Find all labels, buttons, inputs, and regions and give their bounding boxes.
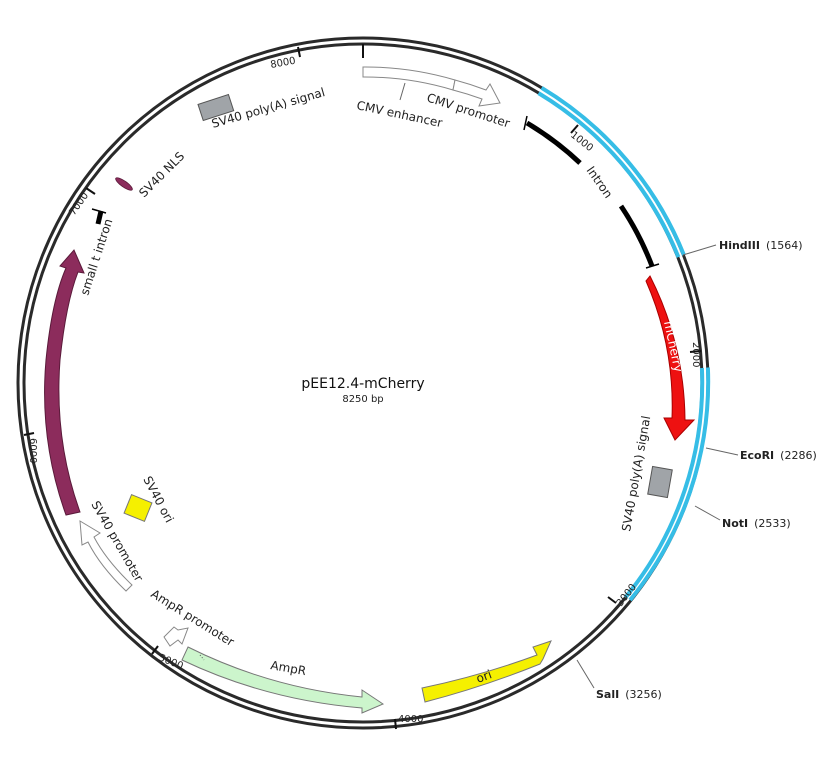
ampr-marker	[199, 654, 205, 661]
ampr-label: AmpR	[269, 658, 307, 678]
cmv-promoter-feature	[452, 79, 501, 107]
gs-label: GS	[32, 383, 46, 400]
sv40-polya-right-feature	[647, 465, 673, 499]
tick-4000-mark	[394, 718, 397, 730]
tick-1000-mark	[570, 124, 579, 134]
tick-7000-mark	[85, 187, 96, 195]
ecori-leader	[705, 447, 739, 456]
sali-leader	[576, 659, 595, 689]
highlight-segment-upper-inner	[537, 91, 681, 258]
sv40-polya-top-feature	[197, 93, 235, 122]
ori-feature	[421, 640, 552, 703]
tick-label-6000: 6000	[27, 438, 38, 463]
intron-cap-b	[645, 263, 660, 269]
intron-cap-a	[523, 115, 528, 131]
intron-feature-b	[618, 204, 655, 267]
plasmid-name: pEE12.4-mCherry	[301, 376, 424, 392]
mcherry-feature	[645, 275, 696, 441]
tick-6000-mark	[23, 432, 35, 436]
cmv-enhancer-leader	[399, 82, 406, 101]
sv40-nls-feature	[115, 177, 133, 191]
sv40-polya-right-label: SV40 poly(A) signal	[619, 415, 653, 533]
tick-8000-mark	[297, 46, 301, 58]
sv40-ori-feature	[123, 493, 153, 523]
highlight-segment-lower-inner	[623, 367, 705, 599]
noti-leader	[694, 505, 721, 521]
sv40-nls-label: SV40 NLS	[136, 149, 187, 200]
noti-site[interactable]: NotI(2533)	[722, 517, 791, 530]
tick-label-7000: 7000	[67, 191, 91, 218]
sali-site[interactable]: SalI(3256)	[596, 688, 662, 701]
intron-feature-a	[525, 120, 582, 165]
tick-3000-mark	[607, 596, 617, 604]
mcherry-label: mCherry	[661, 320, 685, 374]
ampr-promoter-feature	[163, 626, 189, 647]
tick-label-4000: 4000	[398, 714, 423, 725]
hindiii-site[interactable]: HindIII(1564)	[719, 239, 803, 252]
gs-feature	[44, 249, 85, 516]
ecori-site[interactable]: EcoRI(2286)	[740, 449, 817, 462]
highlight-segment-lower	[628, 367, 711, 602]
hindiii-leader	[682, 244, 717, 256]
ampr-promoter-label: AmpR promoter	[148, 587, 236, 649]
tick-5000-mark	[151, 645, 159, 655]
tick-label-2000: 2000	[690, 342, 701, 367]
highlight-segment-upper	[540, 86, 686, 256]
plasmid-size: 8250 bp	[342, 394, 383, 405]
intron-label: Intron	[584, 164, 616, 201]
cmv-enhancer-feature	[362, 66, 456, 91]
tick-2000-mark	[689, 350, 702, 353]
sv40-promoter-feature	[79, 520, 133, 592]
tick-label-8000: 8000	[270, 56, 297, 71]
small-t-intron-cap	[91, 208, 107, 214]
ori-label: ori	[474, 667, 493, 685]
ampr-feature	[181, 646, 385, 714]
small-t-intron-label: small t intron	[78, 217, 116, 297]
small-t-intron-feature	[95, 210, 104, 225]
